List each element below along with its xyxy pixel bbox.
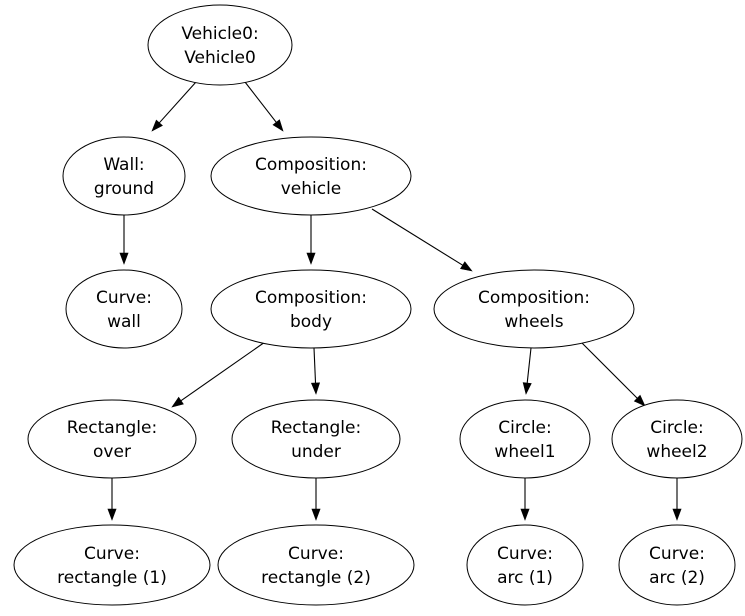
node-wall_ground[interactable]: Wall: ground (62, 136, 186, 216)
node-ellipse[interactable] (210, 269, 412, 349)
edge-arrowhead (119, 252, 129, 265)
node-circle_wheel1[interactable]: Circle: wheel1 (459, 399, 591, 479)
edge-line (244, 81, 277, 123)
node-curve_arc_2[interactable]: Curve: arc (2) (618, 524, 736, 606)
node-label-line2: under (291, 442, 341, 462)
node-ellipse[interactable] (466, 524, 584, 606)
node-label-line2: ground (94, 179, 154, 199)
node-label-line2: Vehicle0 (184, 48, 256, 68)
node-label-line1: Composition: (478, 288, 590, 308)
node-ellipse[interactable] (231, 399, 401, 479)
node-label-line2: wall (107, 312, 141, 332)
edge-line (526, 347, 532, 384)
node-curve_rectangle_1[interactable]: Curve: rectangle (1) (13, 524, 211, 606)
edge-circle_wheel1-curve_arc_1 (520, 478, 530, 521)
node-label-line2: rectangle (1) (57, 568, 167, 588)
node-label-line1: Composition: (255, 288, 367, 308)
node-vehicle0[interactable]: Vehicle0: Vehicle0 (147, 4, 293, 86)
edge-rectangle_over-curve_rectangle_1 (107, 478, 117, 521)
edges-layer (107, 81, 682, 521)
node-circle_wheel2[interactable]: Circle: wheel2 (611, 399, 743, 479)
node-label-line2: rectangle (2) (261, 568, 371, 588)
node-label-line2: arc (1) (497, 568, 553, 588)
node-label-line2: wheels (504, 312, 563, 332)
node-ellipse[interactable] (611, 399, 743, 479)
node-label-line2: arc (2) (649, 568, 705, 588)
edge-arrowhead (171, 396, 184, 408)
edge-wall_ground-curve_wall (119, 215, 129, 265)
edge-arrowhead (522, 382, 532, 395)
node-label-line1: Composition: (255, 155, 367, 175)
node-rectangle_over[interactable]: Rectangle: over (27, 399, 197, 479)
node-label-line1: Curve: (649, 544, 705, 564)
node-label-line2: over (93, 442, 131, 462)
edge-arrowhead (306, 252, 316, 265)
edge-arrowhead (520, 508, 530, 521)
edge-arrowhead (633, 394, 646, 407)
edge-line (580, 341, 638, 399)
node-label-line2: wheel1 (494, 442, 555, 462)
edge-arrowhead (460, 261, 473, 272)
edge-arrowhead (151, 119, 163, 132)
edge-line (313, 347, 317, 384)
node-ellipse[interactable] (147, 4, 293, 86)
edge-composition_vehicle-composition_body (306, 215, 316, 265)
node-ellipse[interactable] (459, 399, 591, 479)
node-label-line1: Circle: (650, 418, 703, 438)
edge-arrowhead (672, 508, 682, 521)
edge-composition_vehicle-composition_wheels (371, 208, 473, 272)
node-label-line1: Curve: (84, 544, 140, 564)
node-curve_rectangle_2[interactable]: Curve: rectangle (2) (217, 524, 415, 606)
edge-line (371, 208, 463, 266)
node-ellipse[interactable] (62, 136, 186, 216)
node-composition_vehicle[interactable]: Composition: vehicle (210, 136, 412, 216)
edge-arrowhead (310, 382, 321, 395)
node-label-line1: Wall: (103, 155, 144, 175)
node-curve_arc_1[interactable]: Curve: arc (1) (466, 524, 584, 606)
node-curve_wall[interactable]: Curve: wall (65, 269, 183, 349)
edge-arrowhead (311, 508, 321, 521)
node-ellipse[interactable] (618, 524, 736, 606)
node-label-line2: body (290, 312, 332, 332)
node-label-line2: wheel2 (646, 442, 707, 462)
node-composition_body[interactable]: Composition: body (210, 269, 412, 349)
node-label-line1: Vehicle0: (181, 24, 258, 44)
edge-vehicle0-wall_ground (151, 81, 197, 132)
node-label-line1: Rectangle: (67, 418, 157, 438)
edge-line (158, 81, 197, 124)
edge-composition_body-rectangle_under (310, 347, 321, 395)
node-ellipse[interactable] (65, 269, 183, 349)
nodes-layer: Vehicle0:Vehicle0Wall:groundComposition:… (13, 4, 743, 606)
node-label-line1: Circle: (498, 418, 551, 438)
edge-composition_wheels-circle_wheel2 (580, 341, 646, 407)
node-label-line1: Curve: (497, 544, 553, 564)
edge-rectangle_under-curve_rectangle_2 (311, 478, 321, 521)
edge-composition_body-rectangle_over (171, 341, 266, 408)
edge-arrowhead (107, 508, 117, 521)
node-label-line1: Curve: (96, 288, 152, 308)
node-ellipse[interactable] (433, 269, 635, 349)
node-ellipse[interactable] (27, 399, 197, 479)
edge-line (180, 341, 266, 402)
edge-vehicle0-composition_vehicle (244, 81, 284, 132)
node-ellipse[interactable] (210, 136, 412, 216)
node-label-line1: Rectangle: (271, 418, 361, 438)
node-label-line1: Curve: (288, 544, 344, 564)
node-composition_wheels[interactable]: Composition: wheels (433, 269, 635, 349)
edge-arrowhead (272, 119, 284, 132)
node-ellipse[interactable] (13, 524, 211, 606)
node-label-line2: vehicle (281, 179, 342, 199)
node-ellipse[interactable] (217, 524, 415, 606)
edge-circle_wheel2-curve_arc_2 (672, 478, 682, 521)
node-rectangle_under[interactable]: Rectangle: under (231, 399, 401, 479)
edge-composition_wheels-circle_wheel1 (522, 347, 532, 395)
